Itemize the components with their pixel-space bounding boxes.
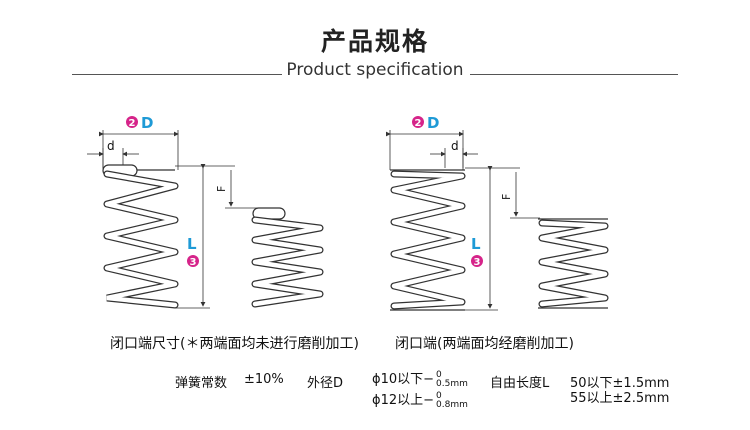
outer-diameter-label: 外径D (307, 376, 344, 391)
caption-right: 闭口端(两端面均经磨削加工) (395, 336, 574, 352)
badge-3-number-right: 3 (474, 257, 481, 268)
spring-compressed-right (538, 218, 609, 309)
od-row-1-upper: 0 (436, 369, 442, 380)
page-title: 产品规格 (320, 27, 429, 56)
dim-L-label: L (187, 235, 197, 253)
divider-right (470, 74, 678, 75)
divider-left (72, 74, 282, 75)
dim-d-label-right: d (451, 139, 459, 153)
od-row-1-prefix: ϕ10以下 (372, 372, 424, 387)
badge-2-number: 2 (129, 118, 136, 129)
spring-diagram-left: 2 D d 3 L F (87, 114, 324, 309)
spring-diagram-right: 2 D d 3 L F (386, 114, 609, 311)
badge-2-number-right: 2 (415, 118, 422, 129)
caption-left: 闭口端尺寸(＊两端面均未进行磨削加工) (110, 336, 359, 352)
spring-constant-label: 弹簧常数 (175, 376, 228, 391)
dim-d-label: d (107, 139, 115, 153)
badge-3-number: 3 (190, 257, 197, 268)
badge-3-icon (187, 255, 199, 267)
od-row-2-upper: 0 (436, 390, 442, 401)
spring-free-left (102, 164, 179, 309)
spring-constant-value: ±10% (244, 372, 284, 387)
badge-2-icon-right (412, 116, 424, 128)
od-row-1-lower: 0.5mm (436, 378, 468, 389)
od-row-2-prefix: ϕ12以上 (372, 393, 424, 408)
badge-3-icon-right (471, 255, 483, 267)
dim-D-label-right: D (427, 114, 439, 132)
dim-F-label-right: F (500, 194, 513, 200)
dim-D-label: D (141, 114, 153, 132)
badge-2-icon (126, 116, 138, 128)
page-subtitle: Product specification (286, 60, 464, 80)
dim-L-label-right: L (471, 235, 481, 253)
free-length-row-1: 50以下±1.5mm (570, 376, 670, 391)
dim-F-label: F (215, 186, 228, 192)
free-length-row-2: 55以上±2.5mm (570, 391, 670, 406)
od-row-2-lower: 0.8mm (436, 399, 468, 410)
free-length-label: 自由长度L (490, 376, 550, 391)
spring-compressed-left (251, 207, 324, 308)
spring-free-right (390, 169, 466, 311)
